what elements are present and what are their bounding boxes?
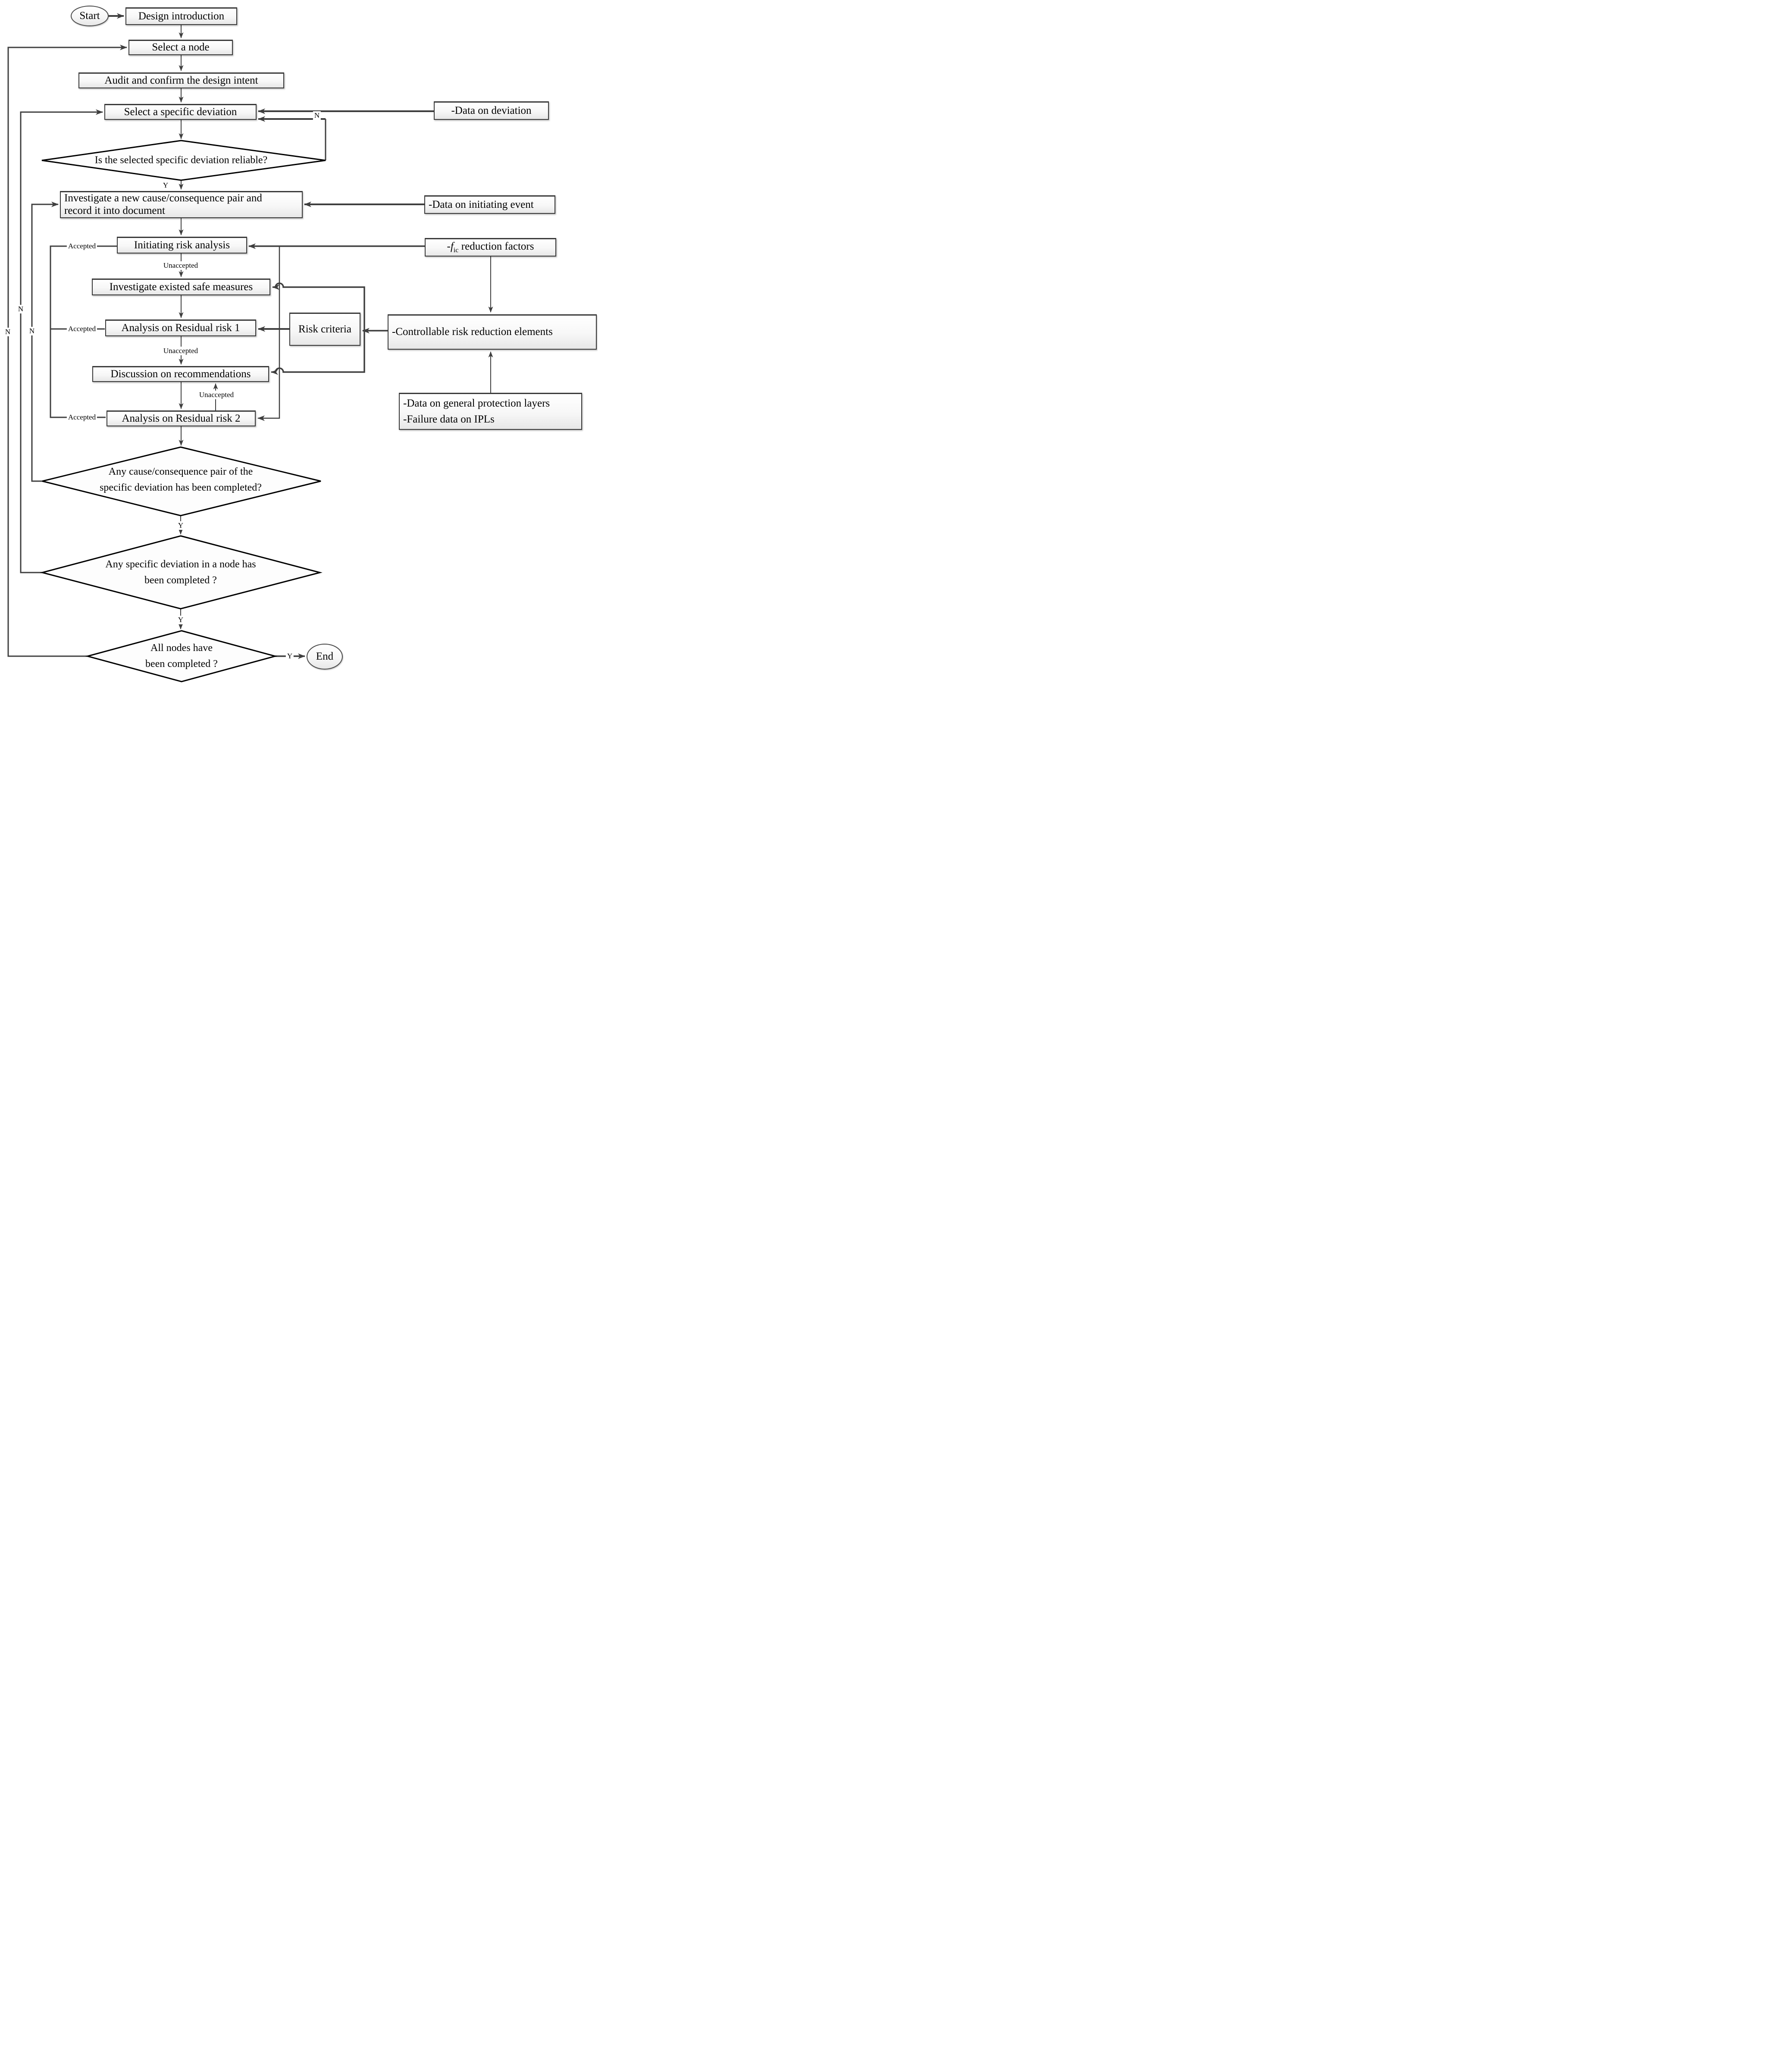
analysis-residual-risk1-node: Analysis on Residual risk 1 [105, 319, 256, 336]
label-yes-diamond3: Y [176, 616, 185, 624]
discussion-recommendations-node: Discussion on recommendations [92, 366, 269, 382]
diamond-deviation-reliable [41, 140, 326, 181]
label-unaccepted-initiating: Unaccepted [162, 261, 200, 270]
investigate-safe-measures-node: Investigate existed safe measures [92, 279, 270, 295]
label-no-diamond4: N [3, 328, 12, 336]
label-unaccepted-risk1: Unaccepted [162, 347, 200, 355]
select-specific-deviation-node: Select a specific deviation [104, 104, 257, 120]
edge-diamond2-no-to-investigate [31, 201, 59, 482]
edge-criteria-branch-to-discussion [271, 331, 365, 375]
select-node-node: Select a node [128, 40, 233, 55]
design-introduction-node: Design introduction [125, 7, 237, 25]
edge-diamond4-no-to-select-node [7, 44, 127, 657]
label-unaccepted-risk2: Unaccepted [197, 391, 235, 399]
label-accepted-risk1: Accepted [66, 325, 97, 333]
diamond-nodes-completed-label: All nodes have been completed ? [145, 642, 218, 670]
edge-diamond3-no-to-select-deviation [20, 109, 103, 573]
audit-design-intent-node: Audit and confirm the design intent [78, 72, 284, 88]
diamond-deviation-completed-label: Any specific deviation in a node has bee… [105, 558, 256, 586]
risk-criteria-node: Risk criteria [289, 313, 360, 346]
label-no-diamond2: N [28, 327, 36, 335]
fic-reduction-factors-node: -fic reduction factors [425, 238, 556, 257]
edge-fic-branch-to-risk2 [257, 246, 280, 421]
analysis-residual-risk2-node: Analysis on Residual risk 2 [107, 410, 256, 426]
flowchart-wires [7, 13, 493, 682]
diamond-deviation-completed [40, 535, 323, 610]
start-node: Start [71, 6, 109, 26]
diamond-deviation-reliable-label: Is the selected specific deviation relia… [94, 154, 268, 166]
label-yes-diamond4: Y [285, 652, 294, 660]
diamond-nodes-completed [85, 630, 278, 682]
data-on-initiating-event-node: -Data on initiating event [424, 195, 555, 214]
flowchart-canvas: Start Design introduction Select a node … [0, 0, 598, 689]
label-accepted-initiating: Accepted [66, 242, 97, 250]
end-node: End [307, 644, 343, 670]
edge-criteria-branch-to-measures [272, 282, 365, 331]
label-no-diamond1: N [313, 111, 321, 120]
diamond-pair-completed-label: Any cause/consequence pair of the specif… [100, 466, 262, 493]
data-protection-layers-node: -Data on general protection layers-Failu… [399, 393, 582, 430]
data-on-deviation-node: -Data on deviation [434, 101, 549, 120]
initiating-risk-analysis-node: Initiating risk analysis [117, 237, 247, 254]
label-accepted-risk2: Accepted [66, 413, 97, 422]
label-yes-diamond2: Y [176, 521, 185, 530]
diamond-pair-completed [42, 446, 321, 516]
controllable-elements-node: -Controllable risk reduction elements [388, 314, 597, 350]
label-no-diamond3: N [16, 305, 25, 313]
label-yes-diamond1: Y [161, 181, 170, 190]
investigate-pair-node: Investigate a new cause/consequence pair… [60, 191, 303, 218]
